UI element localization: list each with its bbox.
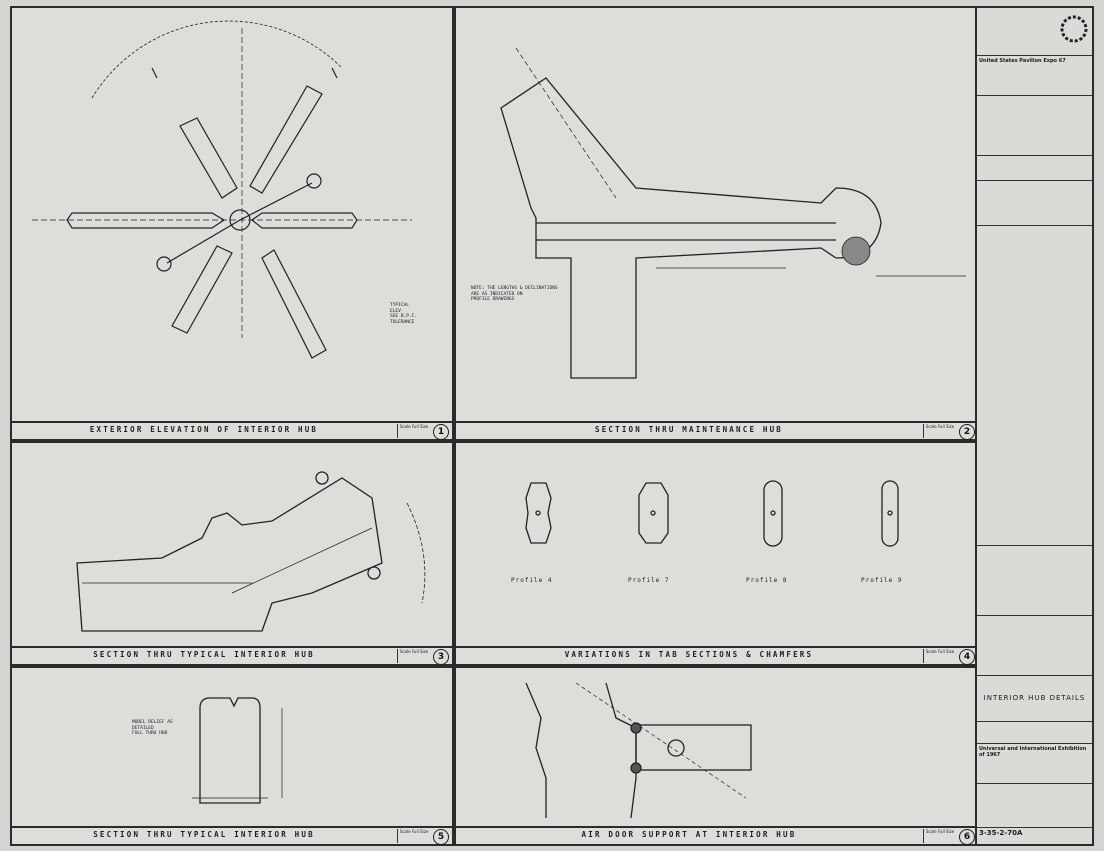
profile-7-label: Profile 7 — [628, 577, 670, 584]
approval-block — [977, 616, 1092, 676]
panel-4-number: 4 — [959, 649, 975, 665]
drawn-by-block — [977, 722, 1092, 744]
checked-block — [977, 784, 1092, 828]
profile-8-label: Profile 8 — [746, 577, 788, 584]
architects-block — [977, 181, 1092, 226]
panel-4-title: Variations in tab sections & chamfers — [564, 650, 814, 659]
sheet-title: Interior hub details — [977, 676, 1092, 722]
panel-2-titlebar: Section thru maintenance hub Scale Full … — [456, 421, 978, 440]
panel-3-title: Section thru typical interior hub — [93, 650, 315, 659]
panel-1-number: 1 — [433, 424, 449, 440]
panel-3: Section thru typical interior hub Scale … — [10, 441, 454, 666]
typical-hub-section-drawing — [76, 471, 426, 632]
pavilion-name: United States Pavilion Expo 67 — [977, 56, 1092, 96]
panel-3-titlebar: Section thru typical interior hub Scale … — [12, 646, 452, 665]
panel-3-number: 3 — [433, 649, 449, 665]
profile-4-label: Profile 4 — [511, 577, 553, 584]
scale-label: Scale Full Size — [397, 649, 430, 663]
title-block-header — [977, 8, 1092, 56]
maintenance-hub-section-drawing — [500, 47, 966, 379]
expo-logo-icon — [1060, 15, 1088, 43]
panel-2-number: 2 — [959, 424, 975, 440]
exhibition-name: Universal and International Exhibition o… — [977, 744, 1092, 784]
consultants-block — [977, 96, 1092, 156]
panel-6-titlebar: Air door support at interior hub Scale F… — [456, 826, 978, 845]
panel-2-title: Section thru maintenance hub — [594, 425, 784, 434]
panel-5-titlebar: Section thru typical interior hub Scale … — [12, 826, 452, 845]
profile-9-label: Profile 9 — [861, 577, 903, 584]
tab-profiles-drawing — [525, 480, 899, 547]
panel-6: Air door support at interior hub Scale F… — [454, 666, 980, 846]
panel-5-title: Section thru typical interior hub — [93, 830, 315, 839]
panel-6-number: 6 — [959, 829, 975, 845]
panel-4: Profile 4 Profile 7 Profile 8 Profile 9 … — [454, 441, 980, 666]
panel-1-title: Exterior elevation of interior hub — [89, 425, 319, 434]
panel-1-titlebar: Exterior elevation of interior hub Scale… — [12, 421, 452, 440]
hub-elevation-drawing — [32, 20, 412, 359]
scale-label: Scale Full Size — [397, 829, 430, 843]
panel-5-number: 5 — [433, 829, 449, 845]
engineers-block — [977, 156, 1092, 181]
title-block: United States Pavilion Expo 67 Interior … — [975, 6, 1094, 846]
revisions-block — [977, 226, 1092, 546]
panel-4-titlebar: Variations in tab sections & chamfers Sc… — [456, 646, 978, 665]
scale-label: Scale Full Size — [923, 649, 956, 663]
hub-cross-section-drawing — [192, 697, 283, 804]
stamp-block — [977, 546, 1092, 616]
sheet-number: 3-35-2-70A — [979, 829, 1023, 837]
scale-label: Scale Full Size — [397, 424, 430, 438]
air-door-support-drawing — [525, 682, 752, 819]
scale-label: Scale Full Size — [923, 424, 956, 438]
panel-6-title: Air door support at interior hub — [581, 830, 797, 839]
scale-label: Scale Full Size — [923, 829, 956, 843]
